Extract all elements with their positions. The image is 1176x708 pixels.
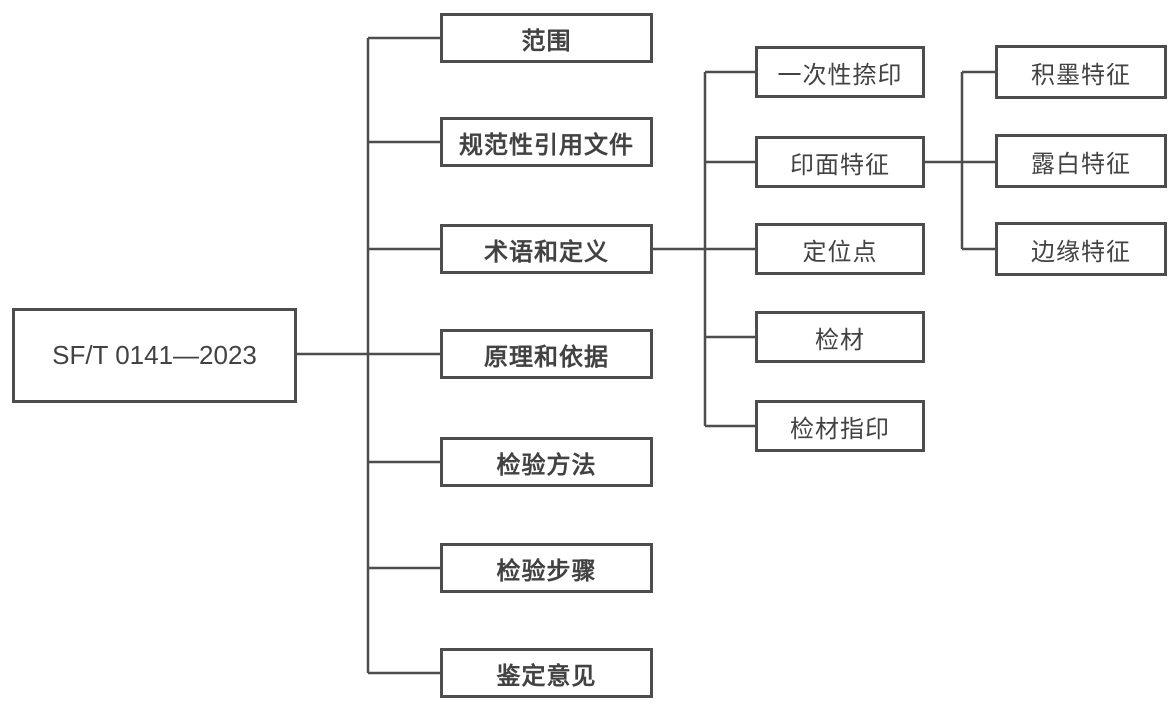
surface-branch-lines [925, 70, 995, 251]
node-examination-methods: 检验方法 [440, 437, 653, 487]
node-examination-steps: 检验步骤 [440, 543, 653, 593]
node-scope: 范围 [440, 13, 653, 63]
node-terms-and-definitions: 术语和定义 [440, 224, 653, 274]
node-positioning-point: 定位点 [755, 223, 925, 275]
node-print-surface-features: 印面特征 [755, 136, 925, 188]
node-normative-references: 规范性引用文件 [440, 117, 653, 167]
node-questioned-fingerprint: 检材指印 [755, 400, 925, 452]
node-identification-opinion: 鉴定意见 [440, 648, 653, 698]
root-branch-lines [297, 36, 440, 675]
node-ink-accumulation-features: 积墨特征 [995, 45, 1167, 99]
node-questioned-material: 检材 [755, 311, 925, 363]
node-one-time-inking: 一次性捺印 [755, 46, 925, 98]
node-white-gap-features: 露白特征 [995, 134, 1167, 188]
node-principles-and-basis: 原理和依据 [440, 329, 653, 379]
node-edge-features: 边缘特征 [995, 222, 1167, 276]
terms-branch-lines [653, 70, 755, 428]
node-standard-root: SF/T 0141—2023 [12, 308, 297, 403]
